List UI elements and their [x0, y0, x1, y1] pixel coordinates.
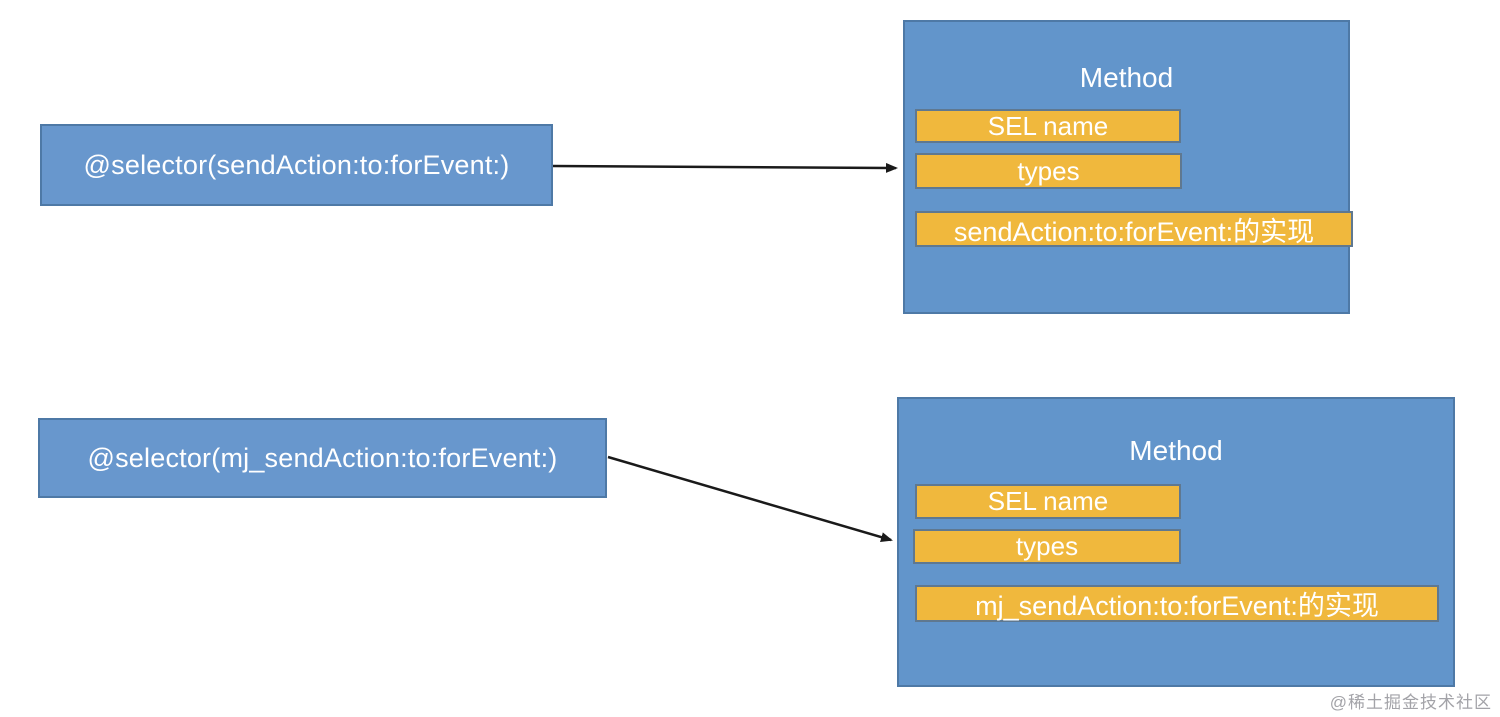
method-sel-name-row-1: SEL name: [915, 109, 1181, 143]
method-implementation-row-1: sendAction:to:forEvent:的实现: [915, 211, 1353, 247]
method-types-label-1: types: [1017, 155, 1080, 186]
method-struct-box-1: Method SEL name types sendAction:to:forE…: [903, 20, 1353, 314]
method-implementation-row-2: mj_sendAction:to:forEvent:的实现: [915, 585, 1439, 622]
selector-expression-label-2: @selector(mj_sendAction:to:forEvent:): [87, 442, 558, 473]
selector-expression-box-1: @selector(sendAction:to:forEvent:): [40, 124, 553, 206]
arrow-selector1-to-method1: [552, 162, 898, 173]
method-implementation-label-2: mj_sendAction:to:forEvent:的实现: [975, 591, 1379, 621]
method-sel-name-label-1: SEL name: [987, 110, 1109, 141]
method-title-2: Method: [1129, 435, 1223, 466]
method-types-row-2: types: [913, 529, 1181, 564]
watermark-text: @稀土掘金技术社区: [1329, 693, 1492, 712]
method-title-1: Method: [1079, 62, 1174, 93]
method-implementation-label-1: sendAction:to:forEvent:的实现: [953, 216, 1315, 247]
method-sel-name-label-2: SEL name: [987, 486, 1109, 516]
method-sel-name-row-2: SEL name: [915, 484, 1181, 519]
method-struct-box-2: Method SEL name types mj_sendAction:to:f…: [897, 397, 1455, 687]
selector-expression-label-1: @selector(sendAction:to:forEvent:): [83, 149, 510, 180]
method-types-label-2: types: [1015, 531, 1079, 561]
method-types-row-1: types: [915, 153, 1182, 189]
arrow-selector2-to-method2: [607, 455, 893, 542]
selector-expression-box-2: @selector(mj_sendAction:to:forEvent:): [38, 418, 607, 498]
